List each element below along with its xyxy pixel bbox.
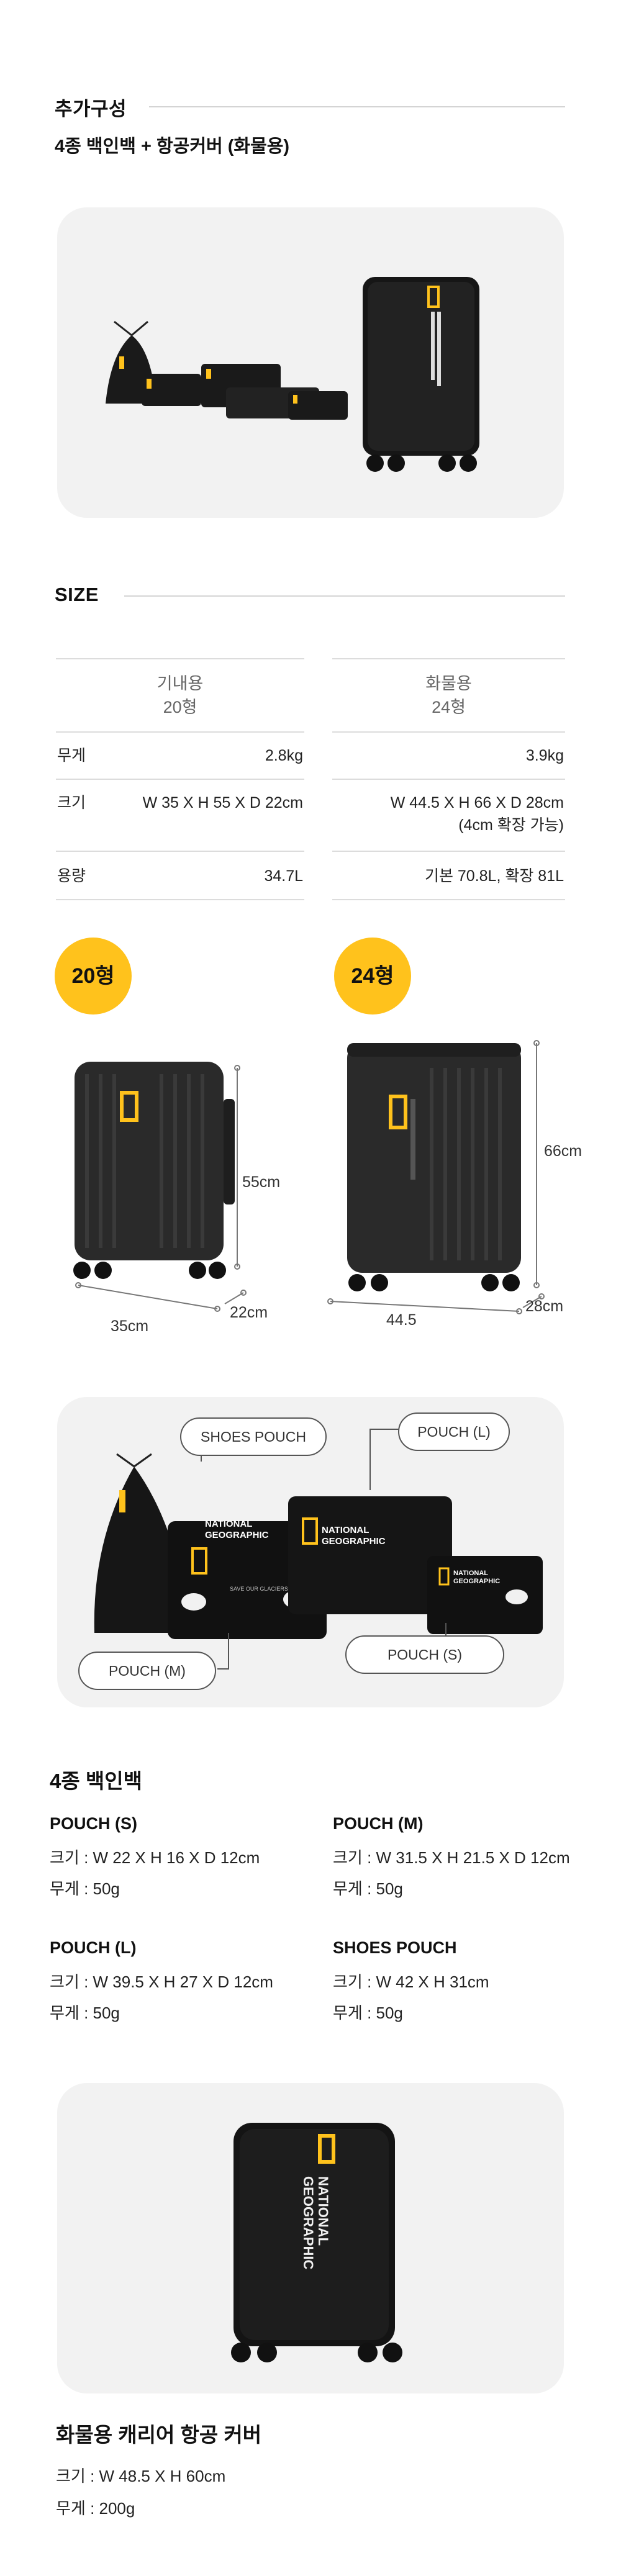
cover-weight: 무게 : 200g bbox=[56, 2499, 135, 2518]
suitcase-20-illustration bbox=[73, 1062, 235, 1279]
dim-20-height: 55cm bbox=[242, 1173, 281, 1191]
size-section-title: SIZE bbox=[55, 584, 99, 605]
extra-section-title: 추가구성 bbox=[55, 98, 127, 120]
pouch-l-brand-line1: NATIONAL bbox=[322, 1525, 369, 1535]
suitcase-24-illustration bbox=[347, 1043, 521, 1291]
row-size-24: W 44.5 X H 66 X D 28cm bbox=[390, 794, 564, 811]
callout-pouch-m: POUCH (M) bbox=[78, 1652, 216, 1690]
table-rule bbox=[332, 851, 565, 852]
pouch-s-weight: 무게 : 50g bbox=[50, 1879, 120, 1898]
dim-24-width: 44.5 bbox=[386, 1311, 417, 1329]
col-20-name: 기내용 bbox=[156, 674, 204, 693]
table-rule bbox=[332, 779, 565, 780]
badge-20: 20형 bbox=[55, 938, 132, 1015]
cover-size: 크기 : W 48.5 X H 60cm bbox=[56, 2467, 226, 2485]
extra-subtitle: 4종 백인백 + 항공커버 (화물용) bbox=[55, 137, 290, 156]
pouch-s-brand-line1: NATIONAL bbox=[453, 1570, 489, 1577]
table-rule bbox=[332, 899, 565, 900]
pouch-m-name: POUCH (M) bbox=[333, 1814, 424, 1833]
row-weight-label: 무게 bbox=[57, 747, 86, 764]
cover-image bbox=[231, 2123, 402, 2362]
pouch-m-brand-line2: GEOGRAPHIC bbox=[205, 1530, 269, 1540]
callout-pouch-s: POUCH (S) bbox=[345, 1635, 504, 1674]
row-weight-20: 2.8kg bbox=[265, 747, 303, 764]
size-title-divider bbox=[124, 595, 565, 597]
cover-card: NATIONAL GEOGRAPHIC bbox=[57, 2083, 564, 2393]
row-weight-24: 3.9kg bbox=[525, 747, 564, 764]
dim-24-height: 66cm bbox=[544, 1142, 582, 1160]
suitcase-20-dimension-lines bbox=[75, 1065, 247, 1312]
pouch-m-size: 크기 : W 31.5 X H 21.5 X D 12cm bbox=[333, 1848, 570, 1867]
pouch-m-brand-line1: NATIONAL bbox=[205, 1519, 253, 1529]
pouch-m-illustration bbox=[142, 374, 201, 406]
extra-items-image bbox=[106, 277, 479, 472]
table-top-rule-24 bbox=[332, 658, 565, 659]
table-rule bbox=[332, 731, 565, 733]
row-size-24-note: (4cm 확장 가능) bbox=[458, 816, 564, 834]
badge-24: 24형 bbox=[334, 938, 411, 1015]
callout-shoes-pouch: SHOES POUCH bbox=[180, 1417, 327, 1456]
shoes-pouch-bag bbox=[94, 1467, 190, 1633]
table-rule bbox=[56, 779, 304, 780]
col-24-size: 24형 bbox=[432, 698, 466, 716]
covered-suitcase-illustration bbox=[363, 277, 479, 472]
pouches-title: 4종 백인백 bbox=[50, 1769, 142, 1792]
col-20-size: 20형 bbox=[163, 698, 197, 716]
pouch-l-bag bbox=[288, 1496, 452, 1614]
pouch-s-name: POUCH (S) bbox=[50, 1814, 137, 1833]
row-size-label: 크기 bbox=[57, 794, 86, 811]
row-capacity-20: 34.7L bbox=[264, 867, 303, 885]
row-size-20: W 35 X H 55 X D 22cm bbox=[142, 794, 303, 811]
cover-brand-line1: NATIONAL bbox=[315, 2176, 331, 2246]
cover-title: 화물용 캐리어 항공 커버 bbox=[56, 2423, 262, 2446]
dim-20-depth: 22cm bbox=[230, 1304, 268, 1321]
pouch-l-brand-line2: GEOGRAPHIC bbox=[322, 1536, 386, 1547]
row-capacity-24: 기본 70.8L, 확장 81L bbox=[424, 867, 564, 885]
col-24-name: 화물용 bbox=[425, 674, 472, 693]
pouches-image bbox=[94, 1429, 543, 1670]
pouch-s-bag bbox=[427, 1556, 543, 1634]
pouch-s-size: 크기 : W 22 X H 16 X D 12cm bbox=[50, 1848, 260, 1867]
pouch-l-weight: 무게 : 50g bbox=[50, 2004, 120, 2022]
callout-pouch-l: POUCH (L) bbox=[398, 1412, 510, 1451]
pouch-m-weight: 무게 : 50g bbox=[333, 1879, 403, 1898]
shoes-pouch-weight: 무게 : 50g bbox=[333, 2004, 403, 2022]
shoes-pouch-name: SHOES POUCH bbox=[333, 1938, 457, 1957]
dim-20-width: 35cm bbox=[111, 1317, 149, 1335]
pouch-m-slogan: SAVE OUR GLACIERS bbox=[230, 1586, 288, 1592]
pouch-s-brand-line2: GEOGRAPHIC bbox=[453, 1578, 501, 1585]
extra-items-card bbox=[57, 207, 564, 518]
pouch-l-size: 크기 : W 39.5 X H 27 X D 12cm bbox=[50, 1973, 273, 1991]
row-capacity-label: 용량 bbox=[57, 867, 86, 885]
suitcase-24-dimension-lines bbox=[327, 1040, 545, 1314]
table-rule bbox=[56, 899, 304, 900]
table-top-rule-20 bbox=[56, 658, 304, 659]
dim-24-depth: 28cm bbox=[525, 1298, 564, 1315]
table-rule bbox=[56, 731, 304, 733]
table-rule bbox=[56, 851, 304, 852]
pouch-l-name: POUCH (L) bbox=[50, 1938, 137, 1957]
extra-title-divider bbox=[149, 106, 565, 107]
cover-brand-line2: GEOGRAPHIC bbox=[301, 2176, 316, 2270]
shoes-pouch-size: 크기 : W 42 X H 31cm bbox=[333, 1973, 489, 1991]
pouch-s-illustration bbox=[288, 391, 348, 420]
